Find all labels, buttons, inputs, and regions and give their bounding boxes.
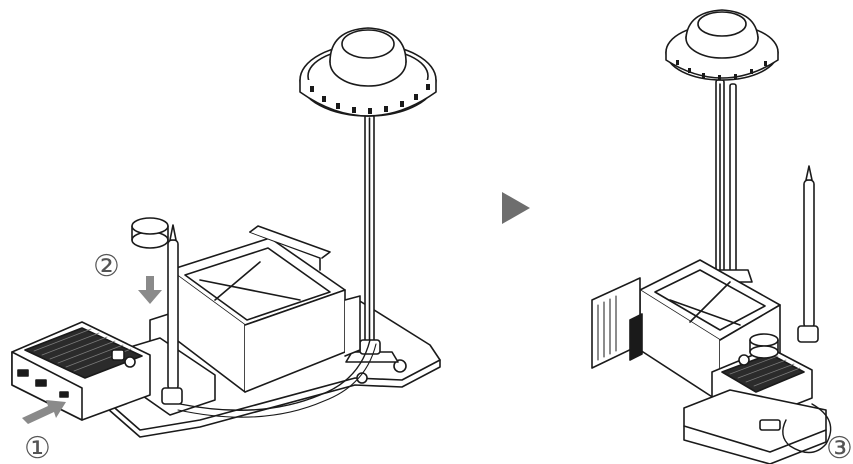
gnss-antenna-right [665,9,779,81]
step-2-label: ② [93,249,120,284]
main-enclosure-left [169,225,361,393]
right-assembly [591,9,832,464]
gnss-mast-right [699,79,753,283]
wifi-antenna-left [161,224,183,405]
gnss-antenna-left [299,27,437,117]
left-assembly [11,27,441,438]
step-3-label: ③ [826,431,853,464]
cap-part [131,217,169,249]
play-triangle-icon [502,192,530,224]
step-1-label: ① [24,431,51,464]
press-down-arrow-icon [138,276,162,304]
wifi-antenna-right [797,165,819,343]
insert-arrow-icon [22,400,66,424]
gnss-mast-left [345,114,399,363]
